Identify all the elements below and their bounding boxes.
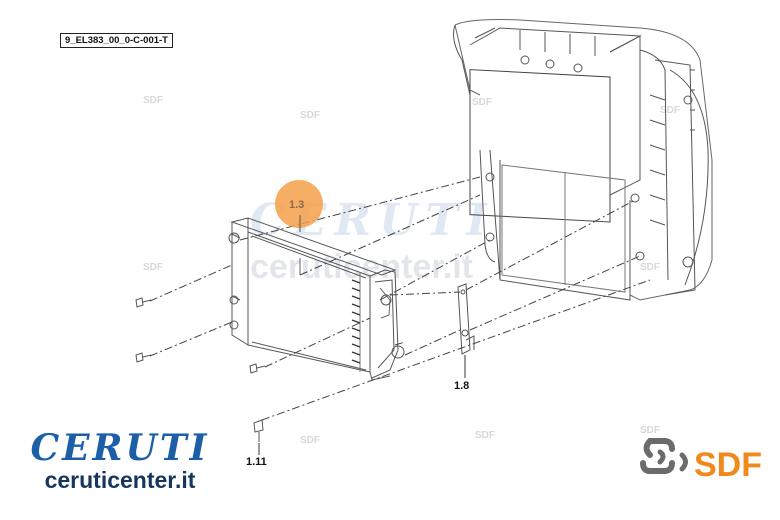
ceruti-branding: CERUTI ceruticenter.it <box>10 430 230 494</box>
watermark-sdf-mark: SDF <box>640 425 660 436</box>
screw <box>135 352 152 363</box>
watermark-sdf-mark: SDF <box>472 97 492 108</box>
sdf-logo-mark <box>640 438 688 474</box>
screw <box>135 297 152 308</box>
reference-code-label: 9_EL383_00_0-C-001-T <box>60 33 173 48</box>
ceruti-website-link[interactable]: ceruticenter.it <box>44 467 196 493</box>
cooling-pack-assembly <box>453 19 713 301</box>
watermark-sdf-mark: SDF <box>475 430 495 441</box>
sdf-logo-text: SDF <box>694 446 762 484</box>
assembly-lines <box>149 176 651 421</box>
mounting-bracket <box>457 283 475 355</box>
callout-screw: 1.11 <box>246 456 267 468</box>
ceruti-logo: CERUTI <box>30 427 210 469</box>
watermark-sdf-mark: SDF <box>143 95 163 106</box>
watermark-sdf-mark: SDF <box>300 110 320 121</box>
watermark-ceruti-site: ceruticenter.it <box>250 248 473 286</box>
callout-highlight <box>275 180 323 228</box>
callout-bracket: 1.8 <box>454 380 470 392</box>
watermark-sdf-mark: SDF <box>143 262 163 273</box>
watermark-sdf-mark: SDF <box>640 262 660 273</box>
oil-cooler-radiator <box>228 217 405 381</box>
callout-radiator: 1.3 <box>289 199 305 211</box>
screw <box>249 363 266 374</box>
watermark-sdf-mark: SDF <box>660 105 680 116</box>
screw <box>253 419 264 442</box>
watermark-sdf-mark: SDF <box>300 435 320 446</box>
